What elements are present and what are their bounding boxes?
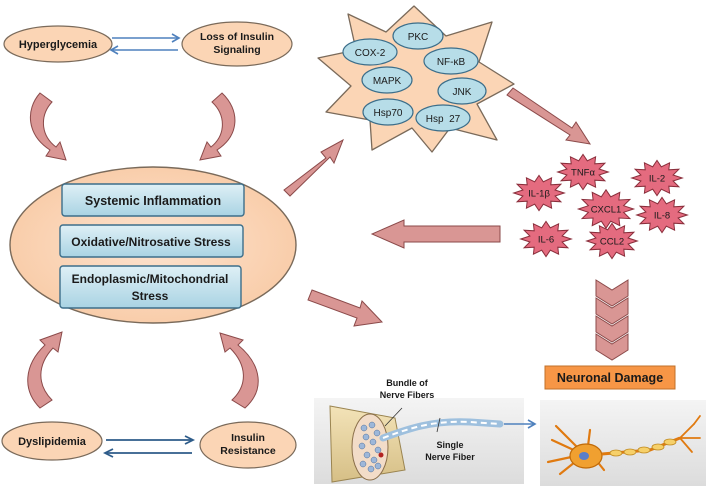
single-fiber-label-1: Single [436,440,463,450]
cytokine-label: CXCL1 [591,205,622,216]
double-arrow-top [109,33,181,55]
arrow-star-to-cytokines [506,87,592,145]
dyslipidemia-node: Dyslipidemia [1,421,103,461]
systemic-inflammation-box: Systemic Inflammation [61,183,245,217]
cytokine-label: TNFα [571,168,595,179]
kinase-jnk: JNK [437,77,487,105]
loss-insulin-label-2: Signaling [213,44,260,56]
signaling-star: PKC COX-2 NF-κB MAPK JNK Hsp70 Hsp 27 [317,5,515,153]
nerve-illustration: Bundle of Nerve Fibers Single Nerve Fibe… [314,378,524,484]
kinase-jnk-label: JNK [453,87,472,98]
curved-arrow-top-right [199,92,236,161]
cytokine-label: IL-2 [649,174,665,185]
arrow-fiber-to-neuron [504,419,537,429]
kinase-nfkb: NF-κB [423,47,479,75]
single-nerve-fiber [379,418,504,442]
insulin-resistance-node: Insulin Resistance [199,421,297,469]
kinase-hsp27-label: Hsp 27 [426,114,461,125]
cytokine-0: TNFα [556,153,610,191]
central-mechanisms-oval: Systemic Inflammation Oxidative/Nitrosat… [9,166,297,324]
er-mito-label-1: Endoplasmic/Mitochondrial [72,272,229,286]
curved-arrow-top-left [29,92,67,161]
er-mito-label-2: Stress [132,289,169,303]
dyslipidemia-label: Dyslipidemia [18,436,87,448]
cytokine-2: IL-1β [512,174,566,212]
kinase-cox2-label: COX-2 [355,48,386,59]
cytokine-burst [512,174,566,212]
hyperglycemia-label: Hyperglycemia [19,39,98,51]
er-mitochondrial-stress-box: Endoplasmic/Mitochondrial Stress [59,265,242,309]
kinase-pkc: PKC [392,22,444,50]
kinase-pkc-label: PKC [408,32,429,43]
arrow-oval-to-star [283,138,344,197]
kinase-mapk-label: MAPK [373,76,402,87]
oxidative-stress-box: Oxidative/Nitrosative Stress [59,224,244,258]
cytokine-burst [576,188,636,230]
fiber-pointer [436,417,441,433]
cytokine-label: IL-8 [654,211,670,222]
curved-arrow-bottom-left [27,331,63,409]
cytokine-label: IL-1β [528,189,550,200]
oxidative-stress-label: Oxidative/Nitrosative Stress [71,235,231,249]
kinase-nfkb-label: NF-κB [437,57,466,68]
neuronal-damage-label: Neuronal Damage [557,371,663,385]
neuronal-damage-box: Neuronal Damage [544,365,676,390]
bundle-label-1: Bundle of [386,378,428,388]
systemic-inflammation-label: Systemic Inflammation [85,194,221,208]
cytokine-burst [556,153,610,191]
kinase-cox2: COX-2 [342,38,398,66]
cytokine-label: IL-6 [538,235,554,246]
cytokine-burst [519,220,573,258]
arrow-cytokines-to-oval [370,219,501,249]
loss-insulin-label-1: Loss of Insulin [200,31,274,43]
nerve-bundle [329,405,406,483]
kinase-hsp70: Hsp70 [362,98,414,126]
loss-of-insulin-signaling-node: Loss of Insulin Signaling [181,21,293,67]
single-fiber-label-2: Nerve Fiber [425,452,475,462]
insulin-resistance-label-2: Resistance [220,445,276,457]
cytokine-burst [630,159,684,197]
damaged-neuron [540,400,706,486]
cytokine-1: IL-2 [630,159,684,197]
cytokine-label: CCL2 [600,237,624,248]
cytokine-5: IL-6 [519,220,573,258]
cytokine-6: CCL2 [585,222,639,260]
hyperglycemia-node: Hyperglycemia [3,25,113,63]
bundle-pointer [384,407,403,427]
cytokine-burst [635,196,689,234]
cytokine-3: CXCL1 [576,188,636,230]
kinase-hsp27: Hsp 27 [415,104,471,132]
arrow-oval-to-damage [307,289,384,327]
kinase-hsp70-label: Hsp70 [374,108,403,119]
cytokine-4: IL-8 [635,196,689,234]
cytokine-burst [585,222,639,260]
curved-arrow-bottom-right [219,332,259,409]
chevron-down-stack [595,279,629,361]
kinase-mapk: MAPK [361,66,413,94]
double-arrow-bottom [102,435,196,458]
insulin-resistance-label-1: Insulin [231,432,265,444]
bundle-label-2: Nerve Fibers [380,390,435,400]
